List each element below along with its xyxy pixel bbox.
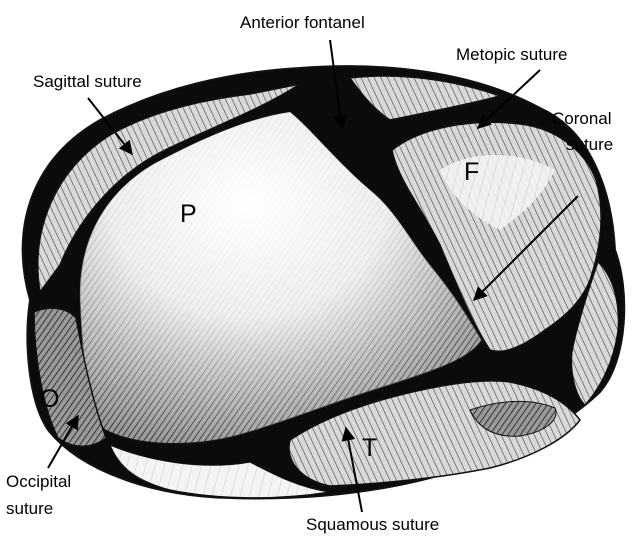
temporal-letter: T: [362, 434, 377, 462]
occipital-letter: O: [40, 385, 59, 413]
coronal-suture-label-line1: Coronal: [552, 109, 612, 128]
squamous-suture-label: Squamous suture: [306, 515, 439, 534]
coronal-suture-label-line2: suture: [566, 135, 613, 154]
metopic-suture-label: Metopic suture: [456, 45, 568, 64]
occipital-suture-label-line1: Occipital: [6, 472, 71, 491]
frontal-letter: F: [464, 158, 479, 186]
sagittal-suture-label: Sagittal suture: [33, 72, 142, 91]
anterior-fontanel-label: Anterior fontanel: [240, 13, 365, 32]
occipital-suture-label-line2: suture: [6, 499, 53, 518]
parietal-letter: P: [180, 200, 197, 228]
